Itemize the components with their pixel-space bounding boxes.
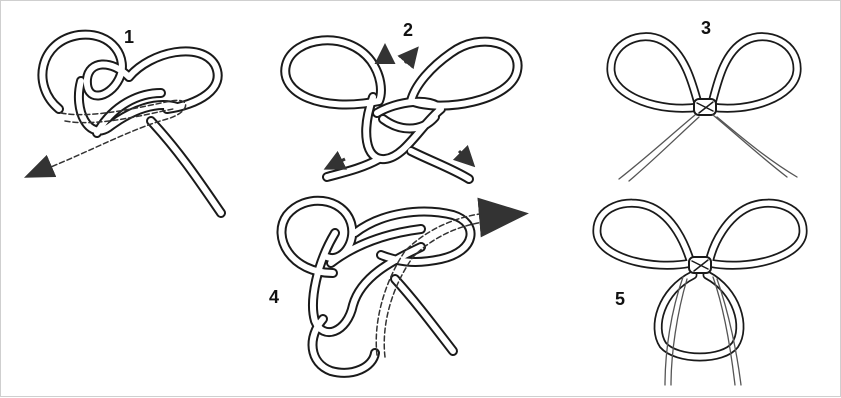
step-5-illustration: 5 — [597, 203, 803, 385]
step-label-4: 4 — [269, 287, 279, 307]
step-2-illustration: 2 — [285, 20, 517, 179]
step-label-2: 2 — [403, 20, 413, 40]
arrow-icon — [459, 151, 471, 163]
arrow-icon — [329, 159, 345, 167]
arrow-icon — [35, 167, 49, 173]
arrow-icon — [405, 51, 415, 63]
step-label-5: 5 — [615, 289, 625, 309]
arrow-icon — [497, 215, 509, 216]
step-1-illustration: 1 — [35, 27, 221, 213]
step-label-3: 3 — [701, 18, 711, 38]
step-3-illustration: 3 — [611, 18, 797, 181]
step-label-1: 1 — [124, 27, 134, 47]
step-4-illustration: 4 — [269, 201, 509, 373]
